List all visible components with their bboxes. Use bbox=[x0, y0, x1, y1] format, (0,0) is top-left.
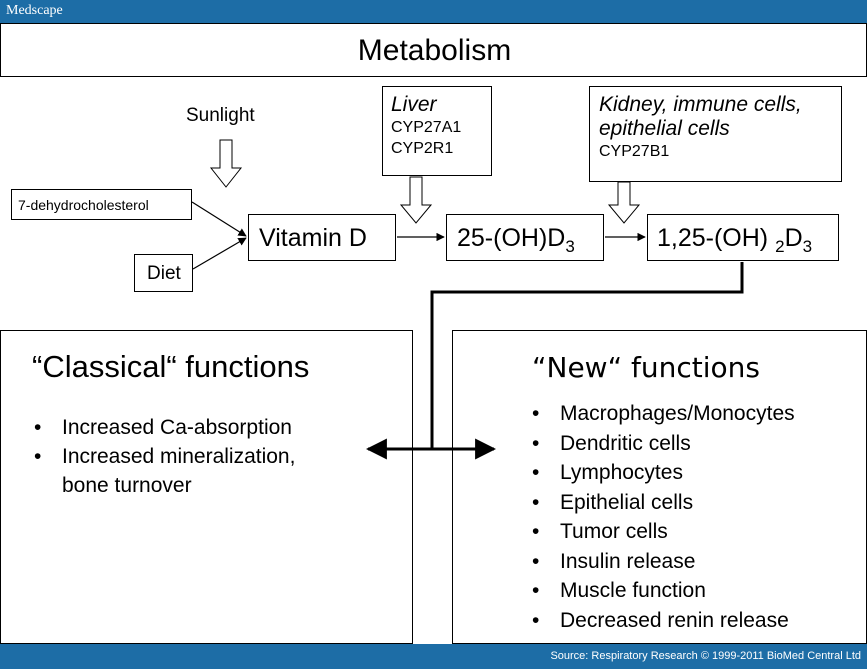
node-1-25-sub1: 2 bbox=[775, 237, 785, 256]
kidney-block-arrow bbox=[607, 181, 641, 224]
source-citation: Source: Respiratory Research © 1999-2011… bbox=[550, 650, 861, 662]
new-functions-title: “New“ functions bbox=[532, 351, 760, 384]
page-title: Metabolism bbox=[357, 34, 512, 67]
list-item: Insulin release bbox=[532, 547, 795, 577]
classical-functions-panel: “Classical“ functions Increased Ca-absor… bbox=[0, 330, 413, 644]
node-25-oh-d3: 25-(OH)D3 bbox=[446, 214, 604, 261]
classical-functions-list: Increased Ca-absorption Increased minera… bbox=[34, 413, 295, 500]
liver-block-arrow bbox=[399, 176, 433, 224]
source-diet: Diet bbox=[134, 254, 193, 292]
list-item: Increased mineralization, bone turnover bbox=[34, 442, 295, 500]
node-1-25-base: 1,25-(OH) bbox=[657, 224, 776, 252]
node-1-25-sub2: 3 bbox=[802, 237, 813, 256]
classical-functions-title: “Classical“ functions bbox=[32, 349, 310, 384]
node-25-oh-d3-base: 25-(OH)D bbox=[457, 224, 566, 252]
list-item-line1: Increased mineralization, bbox=[62, 445, 296, 468]
sunlight-block-arrow bbox=[209, 139, 243, 188]
footer-bar: Source: Respiratory Research © 1999-2011… bbox=[0, 644, 867, 669]
enzyme-cyp27a1: CYP27A1 bbox=[391, 119, 462, 136]
list-item: Lymphocytes bbox=[532, 458, 795, 488]
sunlight-label: Sunlight bbox=[186, 105, 255, 126]
arrow-dehydro-to-vitamin-d bbox=[191, 201, 247, 237]
list-item: Muscle function bbox=[532, 576, 795, 606]
medscape-logo: Medscape bbox=[6, 3, 63, 18]
enzyme-cyp27b1: CYP27B1 bbox=[599, 143, 670, 160]
kidney-box: Kidney, immune cells, epithelial cells C… bbox=[589, 86, 842, 182]
node-25-oh-d3-sub: 3 bbox=[565, 237, 575, 256]
node-1-25-oh2-d3: 1,25-(OH) 2D3 bbox=[647, 214, 839, 261]
node-vitamin-d: Vitamin D bbox=[248, 214, 396, 261]
liver-label: Liver bbox=[391, 93, 437, 116]
list-item: Dendritic cells bbox=[532, 429, 795, 459]
source-7-dehydrocholesterol: 7-dehydrocholesterol bbox=[11, 189, 192, 220]
list-item: Decreased renin release bbox=[532, 606, 795, 636]
enzyme-cyp2r1: CYP2R1 bbox=[391, 140, 454, 157]
list-item: Macrophages/Monocytes bbox=[532, 399, 795, 429]
new-functions-panel: “New“ functions Macrophages/Monocytes De… bbox=[452, 330, 867, 644]
node-1-25-mid: D bbox=[784, 224, 803, 252]
list-item-line2: bone turnover bbox=[62, 474, 192, 497]
title-box: Metabolism bbox=[0, 23, 867, 77]
list-item: Epithelial cells bbox=[532, 488, 795, 518]
list-item: Increased Ca-absorption bbox=[34, 413, 295, 442]
kidney-label-line1: Kidney, immune cells, bbox=[599, 93, 802, 116]
arrow-diet-to-vitamin-d bbox=[192, 237, 247, 270]
kidney-label-line2: epithelial cells bbox=[599, 117, 730, 140]
new-functions-list: Macrophages/Monocytes Dendritic cells Ly… bbox=[532, 399, 795, 635]
liver-box: Liver CYP27A1 CYP2R1 bbox=[382, 86, 492, 176]
list-item: Tumor cells bbox=[532, 517, 795, 547]
header-bar: Medscape bbox=[0, 0, 867, 23]
